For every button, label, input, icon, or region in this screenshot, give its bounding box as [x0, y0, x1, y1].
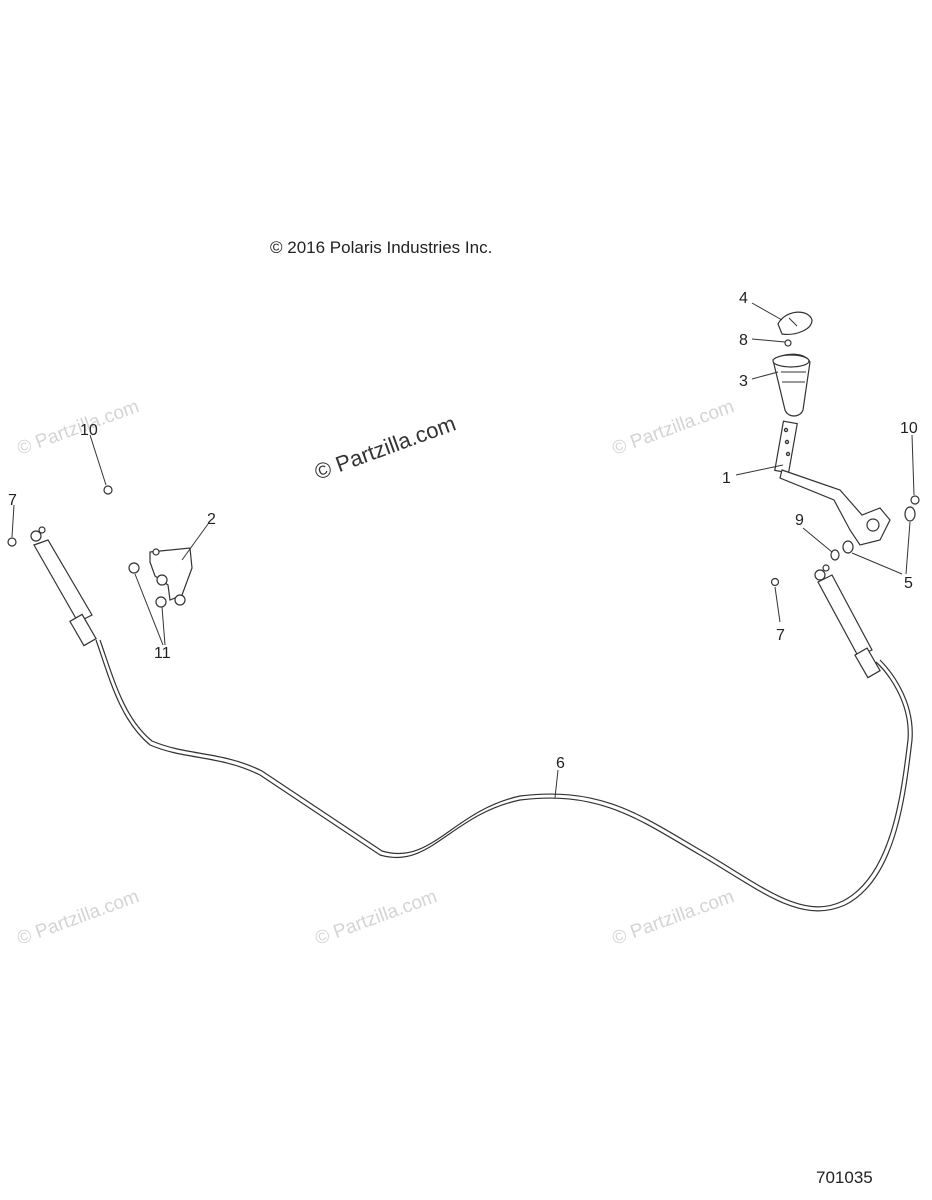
- watermark-text: © Partzilla.com: [313, 886, 440, 950]
- callout-3: 3: [739, 373, 748, 390]
- shift-boot: [772, 353, 811, 417]
- drawing-number: 701035: [816, 1168, 873, 1187]
- shift-knob: [777, 311, 813, 335]
- callout-2: 2: [207, 511, 216, 528]
- callout-8: 8: [739, 332, 748, 349]
- bolts: [128, 562, 168, 608]
- washer: [830, 549, 840, 561]
- callout-10-left: 10: [80, 422, 98, 439]
- shift-cable: [30, 526, 913, 912]
- watermark-text: © Partzilla.com: [610, 396, 737, 460]
- copyright-text: © 2016 Polaris Industries Inc.: [270, 238, 493, 257]
- screw: [784, 339, 792, 347]
- callout-11: 11: [154, 645, 171, 662]
- cable-bracket: [149, 547, 193, 606]
- watermarks: © Partzilla.com © Partzilla.com © Partzi…: [15, 396, 737, 950]
- callout-5: 5: [904, 575, 913, 592]
- nut-right: [910, 495, 920, 505]
- watermark-text: © Partzilla.com: [610, 886, 737, 950]
- clips: [7, 537, 780, 587]
- nut-left: [103, 485, 113, 495]
- shift-lever: [774, 420, 891, 546]
- callout-7-left: 7: [8, 492, 17, 509]
- callout-1: 1: [722, 470, 731, 487]
- callout-6: 6: [556, 755, 565, 772]
- callout-9: 9: [795, 512, 804, 529]
- callout-10-right: 10: [900, 420, 918, 437]
- callouts: 1 2 3 4 5 6 7 7 8 9 10 10 11: [8, 290, 918, 772]
- washers: [842, 506, 916, 554]
- callout-4: 4: [739, 290, 748, 307]
- watermark-text: © Partzilla.com: [15, 886, 142, 950]
- watermark-center-text: © Partzilla.com: [311, 411, 459, 485]
- callout-7-right: 7: [776, 627, 785, 644]
- leader-lines: [11, 302, 915, 799]
- watermark-text: © Partzilla.com: [15, 396, 142, 460]
